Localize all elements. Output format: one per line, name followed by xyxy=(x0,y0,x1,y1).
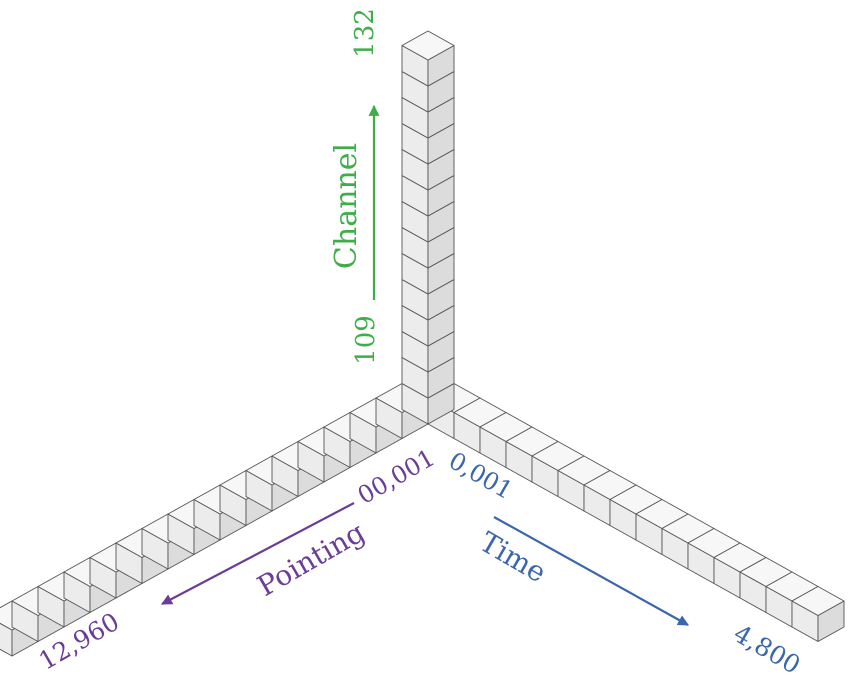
pointing-cube-row xyxy=(0,383,429,657)
channel-start-label: 109 xyxy=(351,315,381,365)
channel-axis-label: Channel xyxy=(329,143,364,269)
time-axis-label: Time xyxy=(474,525,552,589)
data-cube xyxy=(791,586,845,642)
channel-cube-column xyxy=(401,30,455,425)
channel-end-label: 132 xyxy=(350,8,380,58)
time-arrow xyxy=(493,516,689,626)
pointing-arrow xyxy=(161,502,355,605)
pointing-axis-label: Pointing xyxy=(252,516,371,603)
data-cube xyxy=(401,30,455,87)
time-cube-row xyxy=(427,383,845,642)
